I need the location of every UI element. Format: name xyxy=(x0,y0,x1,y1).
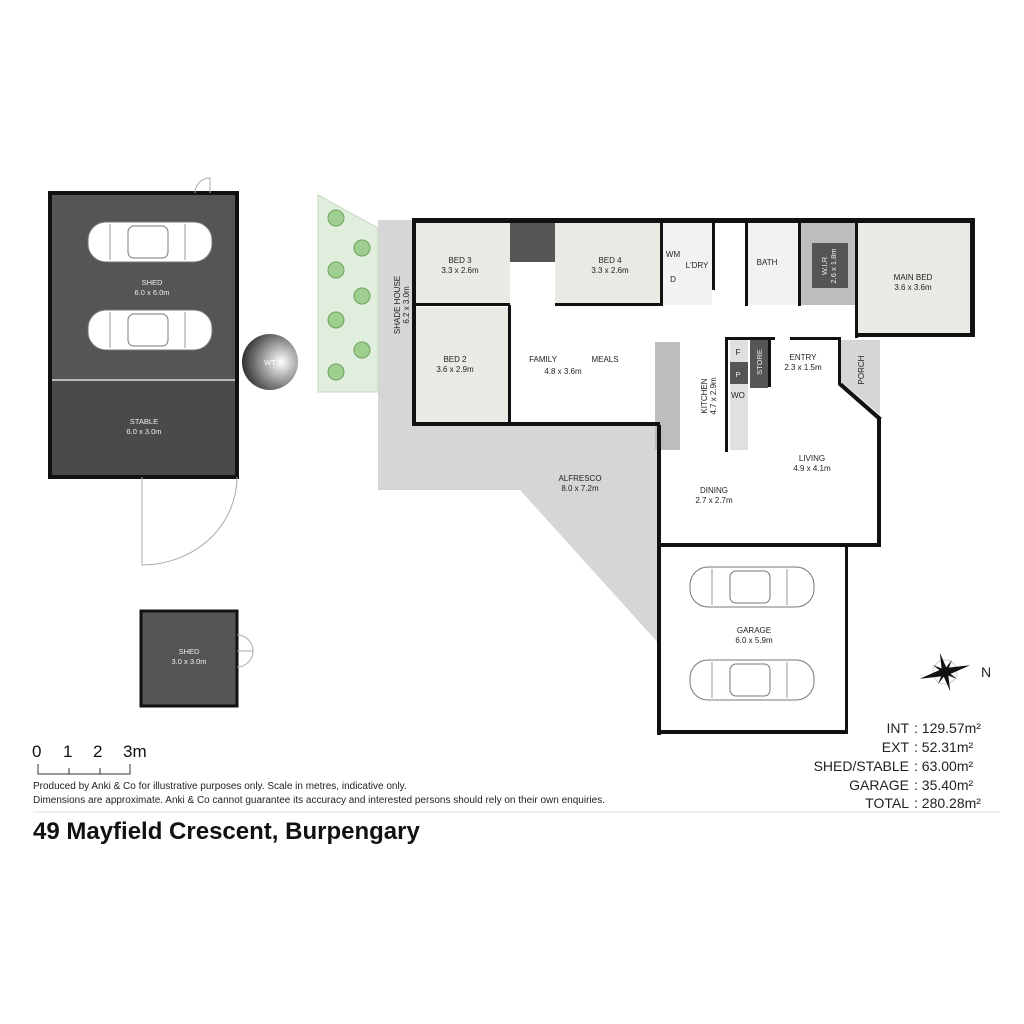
svg-text:WO: WO xyxy=(731,391,745,400)
bed2 xyxy=(415,307,510,422)
bed3 xyxy=(415,222,510,305)
wardrobes xyxy=(510,222,555,262)
svg-text:4.9 x 4.1m: 4.9 x 4.1m xyxy=(793,464,831,473)
svg-text:ENTRY: ENTRY xyxy=(790,353,818,362)
svg-text:MAIN BED: MAIN BED xyxy=(894,273,933,282)
svg-text:PORCH: PORCH xyxy=(857,355,866,384)
car-icon xyxy=(689,566,815,608)
shrubs xyxy=(327,209,371,381)
svg-text:FAMILY: FAMILY xyxy=(529,355,558,364)
svg-text:SHADE HOUSE: SHADE HOUSE xyxy=(393,276,402,334)
svg-text:P: P xyxy=(735,370,740,379)
area-summary: INT : 129.57m² EXT : 52.31m² SHED/STABLE… xyxy=(814,720,982,811)
disclaimer: Dimensions are approximate. Anki & Co ca… xyxy=(33,795,605,806)
store xyxy=(750,340,768,388)
svg-text:D: D xyxy=(670,275,676,284)
room-size: 6.0 x 3.0m xyxy=(126,427,161,436)
svg-text:MEALS: MEALS xyxy=(591,355,618,364)
svg-text:4.8 x 3.6m: 4.8 x 3.6m xyxy=(544,367,582,376)
shed-stable-building: SHED 6.0 x 6.0m STABLE 6.0 x 3.0m xyxy=(48,177,239,566)
svg-text:ALFRESCO: ALFRESCO xyxy=(558,474,601,483)
svg-text:3m: 3m xyxy=(123,742,147,761)
alfresco xyxy=(378,425,660,645)
bath xyxy=(745,222,800,305)
svg-text:GARAGE: GARAGE xyxy=(737,626,771,635)
page-title: 49 Mayfield Crescent, Burpengary xyxy=(33,818,420,845)
compass-icon: N xyxy=(919,652,991,692)
svg-text:W.I.R: W.I.R xyxy=(820,256,829,275)
svg-text:GARAGE: GARAGE xyxy=(849,777,909,793)
svg-text:3.3 x 2.6m: 3.3 x 2.6m xyxy=(441,266,479,275)
water-tank: WT xyxy=(242,334,298,390)
svg-text:0: 0 xyxy=(32,742,41,761)
room-labels: BED 3 3.3 x 2.6m BED 4 3.3 x 2.6m WM D L… xyxy=(436,248,932,645)
shed-small: SHED 3.0 x 3.0m xyxy=(139,609,254,708)
svg-text:BED 2: BED 2 xyxy=(443,355,467,364)
car-icon xyxy=(87,221,213,263)
room-label: SHED xyxy=(142,278,163,287)
svg-text:L'DRY: L'DRY xyxy=(686,261,709,270)
car-icon xyxy=(689,659,815,701)
svg-text:3.6 x 2.9m: 3.6 x 2.9m xyxy=(436,365,474,374)
door-swing-icon xyxy=(141,476,238,566)
svg-text:BATH: BATH xyxy=(757,258,778,267)
scale-bar: 0 1 2 3m xyxy=(32,742,147,775)
main-bed xyxy=(857,222,975,335)
svg-text:2.6 x 1.8m: 2.6 x 1.8m xyxy=(829,248,838,283)
svg-text:3.6 x 3.6m: 3.6 x 3.6m xyxy=(894,283,932,292)
svg-text:2.7 x 2.7m: 2.7 x 2.7m xyxy=(695,496,733,505)
room-size: 6.0 x 6.0m xyxy=(134,288,169,297)
laundry xyxy=(662,222,712,305)
disclaimer: Produced by Anki & Co for illustrative p… xyxy=(33,781,407,792)
porch xyxy=(840,340,880,415)
svg-text:3.3 x 2.6m: 3.3 x 2.6m xyxy=(591,266,629,275)
svg-text:8.0 x 7.2m: 8.0 x 7.2m xyxy=(561,484,599,493)
svg-text:DINING: DINING xyxy=(700,486,728,495)
svg-text:TOTAL: TOTAL xyxy=(865,795,909,811)
svg-text:N: N xyxy=(981,664,991,680)
svg-text:: 35.40m²: : 35.40m² xyxy=(914,777,973,793)
svg-text:BED 3: BED 3 xyxy=(448,256,472,265)
svg-text:4.7 x 2.9m: 4.7 x 2.9m xyxy=(709,377,718,415)
svg-text:: 280.28m²: : 280.28m² xyxy=(914,795,981,811)
svg-text:2.3 x 1.5m: 2.3 x 1.5m xyxy=(784,363,822,372)
svg-text:LIVING: LIVING xyxy=(799,454,825,463)
svg-text:WM: WM xyxy=(666,250,681,259)
svg-text:F: F xyxy=(736,348,741,357)
room-size: 3.0 x 3.0m xyxy=(171,657,206,666)
stable xyxy=(50,380,237,477)
svg-text:WT: WT xyxy=(264,358,276,367)
svg-text:: 63.00m²: : 63.00m² xyxy=(914,758,973,774)
room-label: STABLE xyxy=(130,417,158,426)
svg-text:: 129.57m²: : 129.57m² xyxy=(914,720,981,736)
svg-text:6.2 x 3.0m: 6.2 x 3.0m xyxy=(402,286,411,324)
svg-text:: 52.31m²: : 52.31m² xyxy=(914,739,973,755)
svg-text:STORE: STORE xyxy=(755,349,764,375)
svg-text:INT: INT xyxy=(886,720,909,736)
svg-text:EXT: EXT xyxy=(882,739,910,755)
svg-text:2: 2 xyxy=(93,742,102,761)
svg-text:KITCHEN: KITCHEN xyxy=(700,378,709,413)
svg-text:BED 4: BED 4 xyxy=(598,256,622,265)
bed4 xyxy=(555,222,660,305)
svg-text:6.0 x 5.9m: 6.0 x 5.9m xyxy=(735,636,773,645)
svg-text:1: 1 xyxy=(63,742,72,761)
house xyxy=(412,218,975,735)
car-icon xyxy=(87,309,213,351)
room-label: SHED xyxy=(179,647,200,656)
svg-text:SHED/STABLE: SHED/STABLE xyxy=(814,758,909,774)
